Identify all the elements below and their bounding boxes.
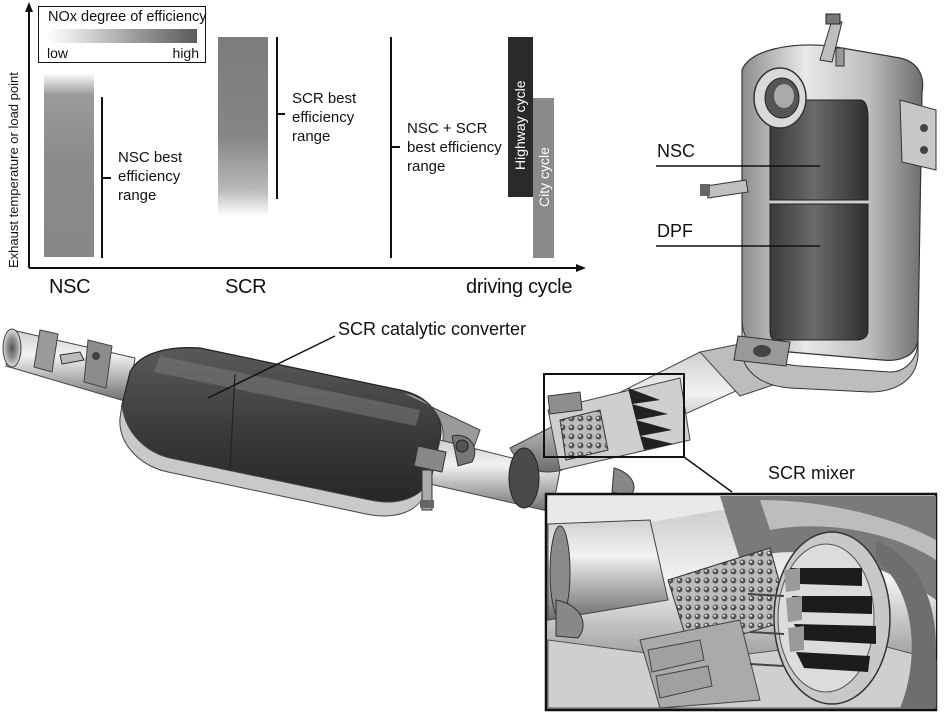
x-axis-arrow — [576, 264, 586, 272]
nsc-dpf-assembly — [656, 13, 937, 393]
highway-cycle-label: Highway cycle — [512, 80, 528, 170]
y-axis-arrow — [25, 2, 33, 12]
scr-mixer-small — [543, 373, 733, 497]
highway-cycle-bar — [508, 37, 533, 197]
dpf-callout-label: DPF — [657, 221, 693, 241]
mixer-zoom-source-box — [543, 373, 685, 458]
city-cycle-bar — [533, 98, 554, 258]
x-label-scr: SCR — [225, 276, 267, 298]
legend-gradient-bar — [47, 29, 197, 43]
efficiency-legend: NOx degree of efficiency low high — [38, 6, 207, 63]
efficiency-chart — [25, 2, 586, 272]
y-axis-label: Exhaust temperature or load point — [6, 72, 21, 268]
scr-converter-leader-line — [207, 335, 336, 399]
legend-title: NOx degree of efficiency — [48, 9, 207, 25]
legend-high-label: high — [172, 45, 199, 61]
combined-range-annotation: NSC + SCR best efficiency range — [407, 120, 502, 175]
scr-mixer-label: SCR mixer — [768, 463, 856, 483]
scr-mixer-zoom-inset — [544, 492, 938, 712]
nsc-efficiency-bar — [44, 73, 94, 257]
scr-range-annotation: SCR best efficiency range — [292, 90, 357, 145]
scr-catalytic-converter-label: SCR catalytic converter — [338, 319, 527, 339]
nsc-range-annotation: NSC best efficiency range — [118, 149, 183, 204]
legend-low-label: low — [47, 45, 69, 61]
x-label-nsc: NSC — [49, 276, 91, 298]
nsc-callout-label: NSC — [657, 141, 696, 161]
scr-efficiency-bar — [218, 37, 268, 216]
x-label-driving-cycle: driving cycle — [466, 276, 573, 298]
scr-converter-assembly — [2, 328, 561, 517]
mixer-zoom-connector — [683, 456, 733, 493]
city-cycle-label: City cycle — [536, 147, 552, 207]
